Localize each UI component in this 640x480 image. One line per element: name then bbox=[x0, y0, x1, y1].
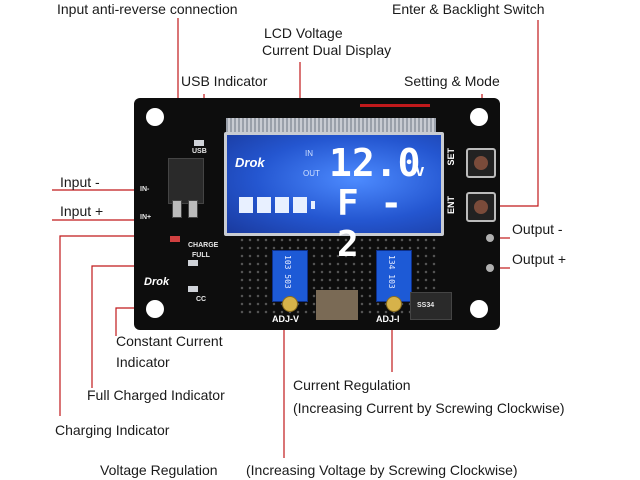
label-constant-current-line1: Constant Current bbox=[116, 333, 223, 349]
mount-hole-bl bbox=[146, 300, 164, 318]
label-input-plus: Input + bbox=[60, 203, 104, 219]
silk-set: SET bbox=[446, 148, 456, 166]
battery-cell bbox=[275, 197, 289, 213]
label-lcd-line1: LCD Voltage bbox=[264, 25, 343, 41]
lcd-voltage-value: 12.0 bbox=[329, 141, 421, 185]
anti-reverse-chip bbox=[168, 158, 204, 204]
output-plus-terminal bbox=[486, 264, 494, 272]
silk-in-plus: IN+ bbox=[140, 214, 152, 221]
silk-adj-v: ADJ-V bbox=[272, 314, 300, 324]
silk-charge: CHARGE bbox=[188, 242, 219, 249]
label-input-anti-reverse: Input anti-reverse connection bbox=[57, 1, 238, 17]
label-constant-current-line2: Indicator bbox=[116, 354, 170, 370]
lcd-mode-value: F - 2 bbox=[337, 183, 403, 265]
current-potentiometer: 134 103 bbox=[376, 250, 412, 302]
label-usb-indicator: USB Indicator bbox=[181, 73, 268, 89]
chip-leg bbox=[172, 200, 182, 218]
brand-logo-text: Drok bbox=[144, 276, 170, 288]
silk-usb: USB bbox=[192, 148, 207, 155]
ent-button[interactable] bbox=[466, 192, 496, 222]
label-full-charged: Full Charged Indicator bbox=[87, 387, 225, 403]
lcd-backlight bbox=[227, 135, 441, 233]
full-led bbox=[188, 260, 198, 266]
label-enter-backlight: Enter & Backlight Switch bbox=[392, 1, 545, 17]
voltage-potentiometer: 103 503 bbox=[272, 250, 308, 302]
label-setting-mode: Setting & Mode bbox=[404, 73, 500, 89]
mount-hole-tr bbox=[470, 108, 488, 126]
lcd-voltage-unit: v bbox=[415, 161, 425, 180]
label-voltage-regulation: Voltage Regulation bbox=[100, 462, 218, 478]
silk-in-minus: IN- bbox=[140, 186, 150, 193]
set-button[interactable] bbox=[466, 148, 496, 178]
usb-led bbox=[194, 140, 204, 146]
silk-adj-i: ADJ-I bbox=[376, 314, 400, 324]
output-minus-terminal bbox=[486, 234, 494, 242]
voltage-adjust-screw[interactable] bbox=[282, 296, 298, 312]
chip-leg bbox=[188, 200, 198, 218]
silk-cc: CC bbox=[196, 296, 207, 303]
battery-tip bbox=[311, 201, 315, 209]
label-charging: Charging Indicator bbox=[55, 422, 170, 438]
pot-i-code: 134 103 bbox=[387, 255, 396, 289]
lcd-brand: Drok bbox=[235, 155, 265, 170]
lcd-display: Drok IN OUT 12.0 v F - 2 bbox=[224, 132, 444, 265]
mount-hole-br bbox=[470, 300, 488, 318]
leader-charging bbox=[59, 235, 168, 416]
label-output-minus: Output - bbox=[512, 221, 563, 237]
label-voltage-regulation-note: (Increasing Voltage by Screwing Clockwis… bbox=[246, 462, 518, 478]
charging-led bbox=[170, 236, 180, 242]
inductor bbox=[316, 290, 358, 320]
label-lcd-line2: Current Dual Display bbox=[262, 42, 392, 58]
red-wire bbox=[360, 104, 430, 107]
mount-hole-tl bbox=[146, 108, 164, 126]
label-current-regulation-line2: (Increasing Current by Screwing Clockwis… bbox=[293, 400, 565, 416]
battery-cell bbox=[293, 197, 307, 213]
chip-code: SS34 bbox=[417, 302, 435, 309]
pot-v-code: 103 503 bbox=[283, 255, 292, 289]
leader-enter-backlight bbox=[496, 20, 539, 207]
label-input-minus: Input - bbox=[60, 174, 100, 190]
diode-chip: SS34 bbox=[410, 292, 452, 320]
battery-cell bbox=[257, 197, 271, 213]
silk-ent: ENT bbox=[446, 196, 456, 214]
label-output-plus: Output + bbox=[512, 251, 567, 267]
label-current-regulation-line1: Current Regulation bbox=[293, 377, 411, 393]
lcd-ribbon bbox=[226, 118, 436, 132]
lcd-in-label: IN bbox=[305, 149, 313, 158]
cc-led bbox=[188, 286, 198, 292]
silk-full: FULL bbox=[192, 252, 210, 259]
current-adjust-screw[interactable] bbox=[386, 296, 402, 312]
lcd-out-label: OUT bbox=[303, 169, 320, 178]
battery-cell bbox=[239, 197, 253, 213]
